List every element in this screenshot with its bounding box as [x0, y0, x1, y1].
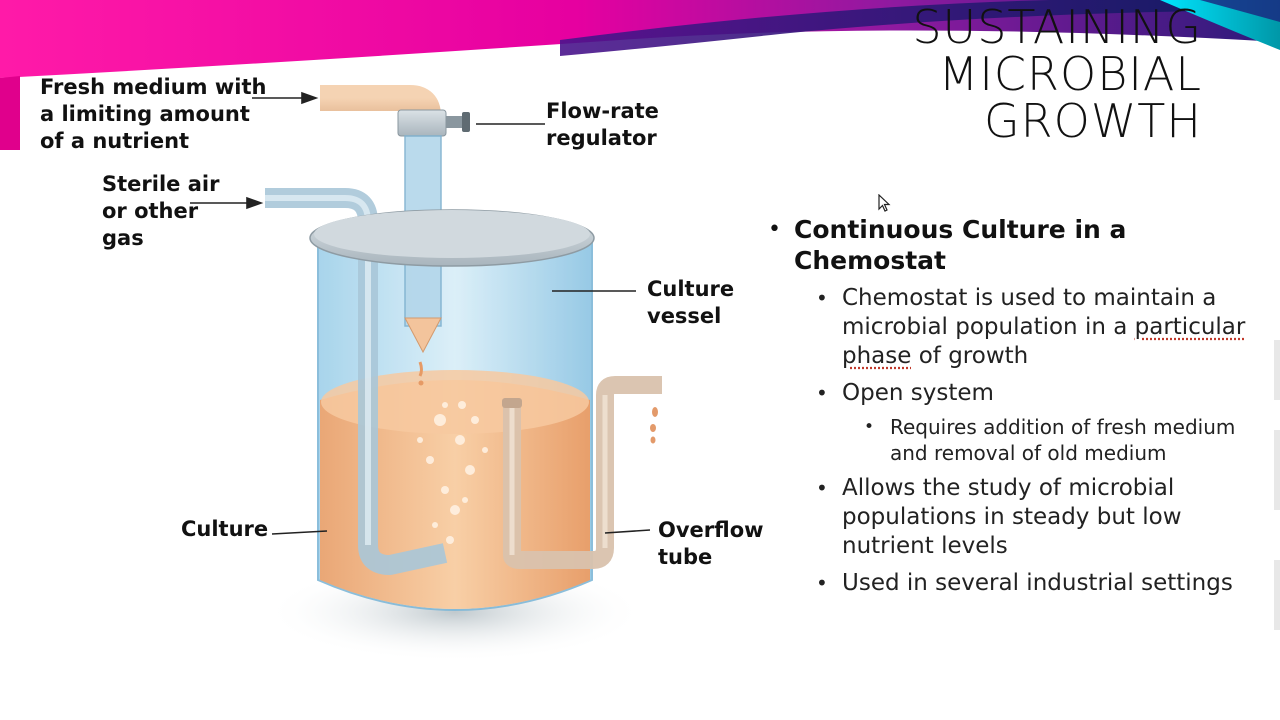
bullet-chemostat-purpose: • Chemostat is used to maintain a microb… — [768, 284, 1268, 371]
bullet-heading: • Continuous Culture in a Chemostat — [768, 214, 1268, 276]
label-fresh-medium: Fresh medium with a limiting amount of a… — [40, 74, 266, 155]
title-line-2: MICROBIAL — [938, 47, 1202, 101]
label-overflow-line-2: tube — [658, 545, 713, 569]
label-fresh-medium-line-1: Fresh medium with — [40, 75, 267, 99]
edge-sliver — [1274, 430, 1280, 510]
bullet-4-text: Used in several industrial settings — [842, 570, 1233, 596]
bullet-2-text: Open system — [842, 380, 994, 406]
label-sterile-air-line-3: gas — [102, 226, 144, 250]
gas-bubbles — [417, 401, 488, 544]
bullet-marker: • — [816, 286, 828, 310]
medium-surface — [321, 370, 589, 434]
label-flow-rate-line-2: regulator — [546, 126, 657, 150]
edge-sliver — [1274, 560, 1280, 630]
bullet-marker: • — [768, 217, 781, 242]
sub-bullet-requires-addition: • Requires addition of fresh medium and … — [768, 414, 1268, 466]
label-sterile-air: Sterile air or other gas — [102, 171, 219, 252]
label-fresh-medium-line-2: a limiting amount — [40, 102, 250, 126]
label-culture-vessel-line-2: vessel — [647, 304, 722, 328]
label-sterile-air-line-1: Sterile air — [102, 172, 220, 196]
bullet-marker: • — [864, 417, 875, 437]
mouse-cursor-icon — [878, 194, 891, 212]
bullet-steady-state-study: • Allows the study of microbial populati… — [768, 474, 1268, 561]
title-line-3: GROWTH — [984, 94, 1202, 148]
heading-text: Continuous Culture in a Chemostat — [794, 215, 1127, 275]
flow-rate-valve — [397, 109, 447, 137]
content-bullet-list: • Continuous Culture in a Chemostat • Ch… — [768, 214, 1268, 598]
bullet-marker: • — [816, 476, 828, 500]
slide-title: SUSTAINING MICROBIAL GROWTH — [842, 4, 1202, 145]
bullet-marker: • — [816, 381, 828, 405]
label-culture-vessel-line-1: Culture — [647, 277, 735, 301]
label-fresh-medium-line-3: of a nutrient — [40, 129, 190, 153]
leader-lines — [190, 91, 651, 535]
label-flow-rate-regulator: Flow-rate regulator — [546, 98, 659, 152]
chemostat-diagram — [190, 85, 662, 662]
edge-sliver — [1274, 340, 1280, 400]
bullet-1-text-post: of growth — [911, 343, 1029, 369]
label-overflow-tube: Overflow tube — [658, 517, 764, 571]
bullet-1-text-pre: Chemostat is used to maintain a microbia… — [842, 285, 1217, 340]
sub-bullet-text: Requires addition of fresh medium and re… — [890, 415, 1236, 465]
label-culture-vessel: Culture vessel — [647, 276, 734, 330]
overflow-drips — [650, 407, 658, 444]
label-overflow-line-1: Overflow — [658, 518, 764, 542]
bullet-marker: • — [816, 571, 828, 595]
overflow-tube — [503, 376, 662, 569]
label-flow-rate-line-1: Flow-rate — [546, 99, 659, 123]
header-ribbon — [0, 0, 1280, 150]
label-sterile-air-line-2: or other — [102, 199, 199, 223]
title-line-1: SUSTAINING — [912, 0, 1202, 54]
spellcheck-underlined-text: particular phase — [842, 314, 1246, 369]
bullet-industrial-settings: • Used in several industrial settings — [768, 569, 1268, 598]
bullet-open-system: • Open system — [768, 379, 1268, 408]
bullet-3-text: Allows the study of microbial population… — [842, 475, 1182, 559]
label-culture: Culture — [181, 517, 269, 541]
